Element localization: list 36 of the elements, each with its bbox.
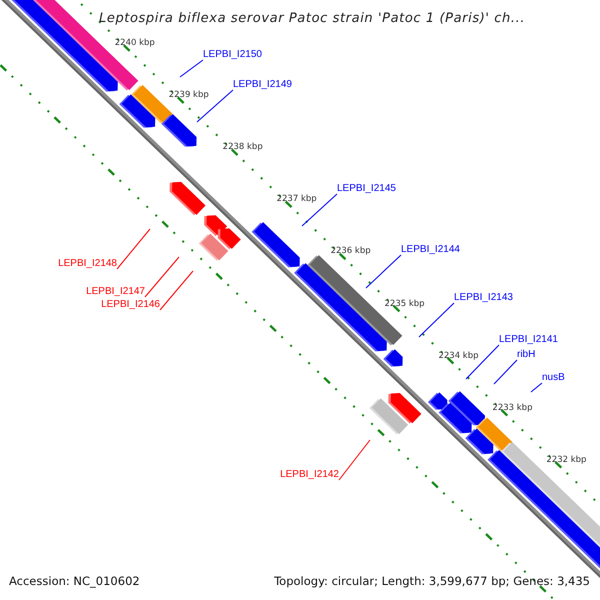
leader-line [196,90,234,122]
leader-line [116,228,150,270]
leader-line [160,270,194,310]
leader-line [366,254,402,288]
gene-label: LEPBI_I2147 [86,286,145,298]
leader-line [466,344,500,380]
scale-tick-label: 2239 kbp [168,90,209,100]
gene-label: ribH [517,349,536,361]
gene-label: LEPBI_I2150 [203,49,262,61]
gene-label: LEPBI_I2141 [499,334,558,346]
leader-line [418,302,454,338]
map-title: Leptospira biflexa serovar Patoc strain 'Patoc 1 (Paris)' ch... [99,11,526,26]
gene-label: LEPBI_I2148 [58,258,117,270]
scale-tick-label: 2232 kbp [546,454,586,465]
scale-tick-label: 2240 kbp [114,38,155,48]
gene-label: LEPBI_I2142 [280,469,339,481]
scale-tick-label: 2233 kbp [492,402,532,413]
accession-text: Accession: NC_010602 [9,574,140,588]
leader-line [180,60,204,78]
gene-label: LEPBI_I2144 [401,244,460,256]
gene-label: LEPBI_I2145 [337,183,396,195]
gene-label: LEPBI_I2149 [233,79,292,91]
gene-label: LEPBI_I2143 [454,292,513,304]
leader-line [144,256,180,298]
genome-summary-text: Topology: circular; Length: 3,599,677 bp; Genes: 3,435 [274,574,590,588]
scale-tick-label: 2235 kbp [384,298,425,309]
gene-label: LEPBI_I2146 [101,299,160,311]
scale-tick-label: 2234 kbp [438,350,479,361]
leader-line [530,382,542,392]
scale-tick-label: 2237 kbp [276,194,317,204]
leader-line [494,360,518,384]
scale-tick-label: 2236 kbp [330,246,371,256]
gene-label: nusB [542,372,565,384]
scale-tick-label: 2238 kbp [222,142,263,152]
leader-line [338,440,370,480]
leader-line [302,194,338,226]
